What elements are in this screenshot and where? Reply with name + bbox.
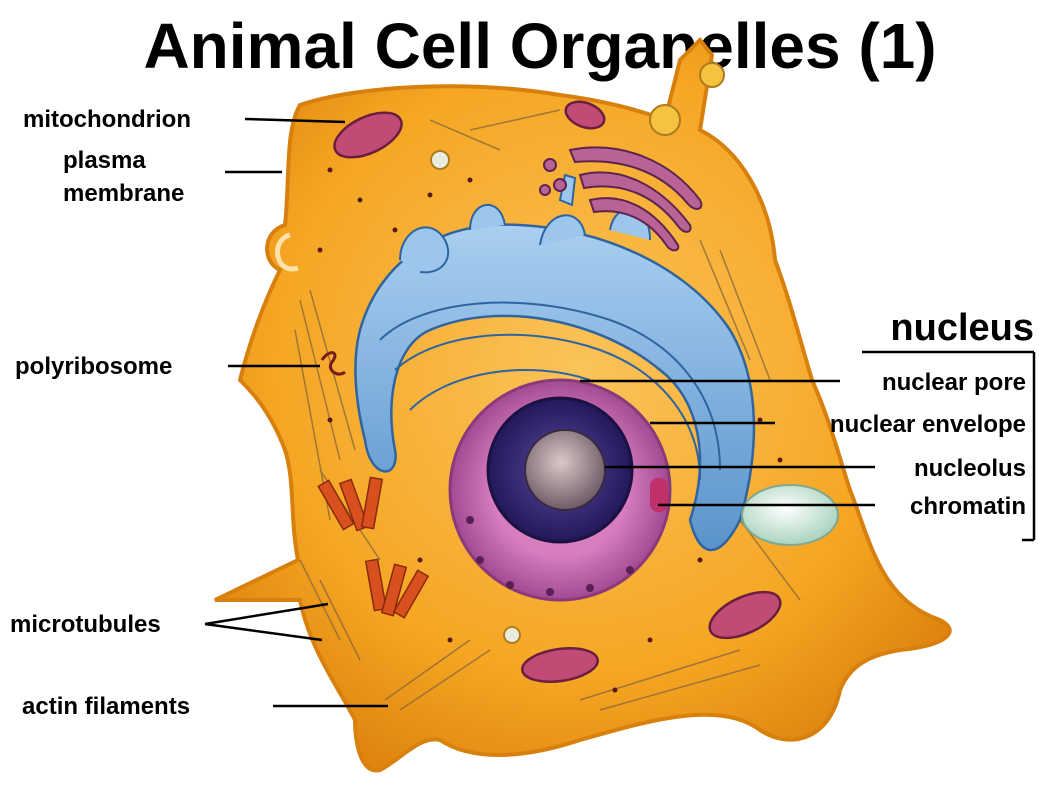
label-mitochondrion: mitochondrion: [23, 106, 191, 133]
label-microtubules: microtubules: [10, 611, 161, 638]
label-nuclear-envelope: nuclear envelope: [830, 411, 1026, 438]
page-title: Animal Cell Organelles (1): [143, 10, 936, 82]
label-actin-filaments: actin filaments: [22, 693, 190, 720]
label-nuclear-pore: nuclear pore: [882, 369, 1026, 396]
label-chromatin: chromatin: [910, 493, 1026, 520]
nucleus: [450, 380, 670, 600]
label-nucleolus: nucleolus: [914, 455, 1026, 482]
label-nucleus: nucleus: [890, 307, 1034, 349]
label-polyribosome: polyribosome: [15, 353, 172, 380]
vacuole: [742, 485, 838, 545]
label-plasma-membrane-line1: plasma: [63, 147, 146, 174]
nucleolus-shape: [525, 430, 605, 510]
chromatin-shape: [650, 478, 668, 512]
label-plasma-membrane-line2: membrane: [63, 180, 184, 207]
